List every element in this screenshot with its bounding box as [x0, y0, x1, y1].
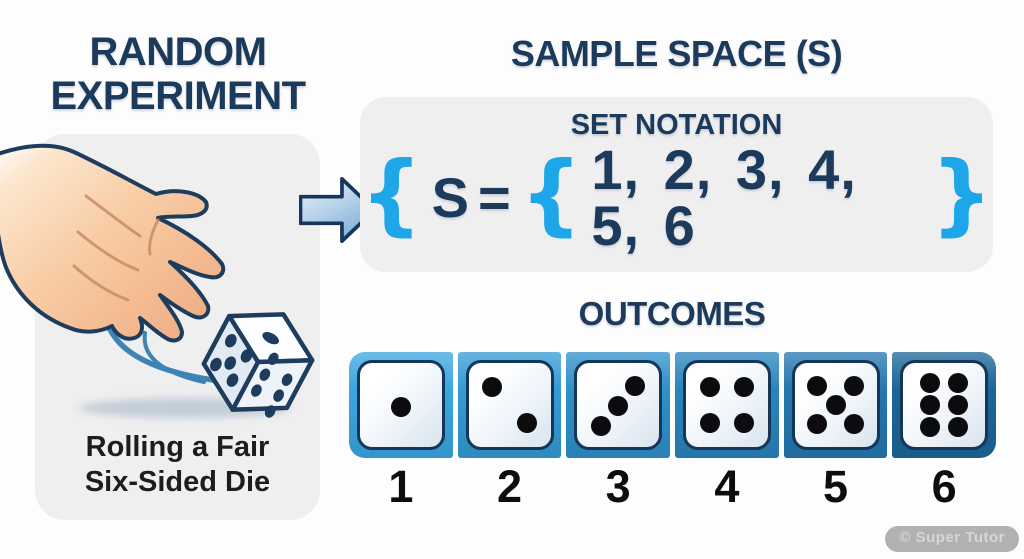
watermark-badge: © Super Tutor [885, 526, 1019, 552]
die-pip [843, 375, 864, 396]
die-face [465, 360, 554, 450]
die-pip [516, 413, 537, 434]
die-face [574, 360, 663, 450]
die-pip [825, 395, 846, 415]
outcomes-heading: OUTCOMES [578, 295, 766, 332]
die-pip [948, 395, 969, 415]
die-face [791, 360, 880, 450]
outcome-label: 3 [605, 461, 631, 512]
die-pip [920, 416, 941, 437]
die-pip [920, 395, 941, 415]
die-pip [699, 413, 720, 434]
set-notation-heading: SET NOTATION [570, 109, 783, 141]
die-pip [590, 416, 611, 436]
die-pip [920, 373, 941, 394]
die-pip [390, 396, 411, 417]
die-pip [843, 414, 864, 435]
die-face [900, 360, 989, 450]
caption-line-1: Rolling a Fair [85, 431, 270, 463]
die-pip [807, 375, 828, 396]
die-pip [734, 376, 755, 397]
die-pip [699, 376, 720, 397]
die-cell [566, 352, 671, 458]
outcome-label: 4 [714, 461, 740, 512]
right-arrow-icon [299, 177, 377, 243]
formula-open-brace: { [519, 142, 583, 246]
set-notation-panel: SET NOTATION { S = { 1, 2, 3, 4, 5, 6 } [360, 97, 993, 272]
sample-space-title: SAMPLE SPACE (S) [510, 33, 843, 74]
die-pip [734, 413, 755, 434]
outcome-label: 2 [496, 461, 523, 512]
set-notation-formula: { S = { 1, 2, 3, 4, 5, 6 } [360, 137, 993, 257]
die-cell [892, 352, 997, 458]
formula-close-brace: } [930, 142, 993, 246]
random-experiment-caption: Rolling a Fair Six-Sided Die [35, 430, 320, 501]
die-pip [948, 373, 969, 394]
die-cell [457, 352, 562, 458]
hand-tossing-die-illustration [0, 143, 315, 418]
formula-elements: 1, 2, 3, 4, 5, 6 [591, 137, 857, 257]
random-experiment-title: RANDOM EXPERIMENT [50, 30, 306, 118]
die-cell [675, 352, 779, 458]
die-pip [948, 416, 969, 437]
hand-icon [0, 143, 226, 343]
outcome-labels: 1 2 3 4 5 6 [349, 462, 996, 512]
die-cell [349, 352, 453, 458]
die-face [682, 360, 771, 450]
dice-strip [349, 352, 997, 458]
outcome-label: 5 [823, 461, 849, 512]
die-face [356, 360, 445, 450]
die-pip [482, 376, 503, 397]
die-pip [608, 395, 629, 416]
formula-equals: = [478, 165, 511, 229]
die-pip [807, 414, 828, 435]
die-cell [783, 352, 888, 458]
outcome-label: 1 [388, 461, 414, 512]
formula-lead-brace: { [360, 142, 423, 246]
watermark-text: © Super Tutor [899, 529, 1005, 546]
die-pip [625, 375, 646, 396]
die-3d-icon [201, 312, 315, 418]
outcome-label: 6 [931, 461, 957, 512]
caption-line-2: Six-Sided Die [84, 466, 271, 499]
formula-subject: S [431, 165, 470, 229]
